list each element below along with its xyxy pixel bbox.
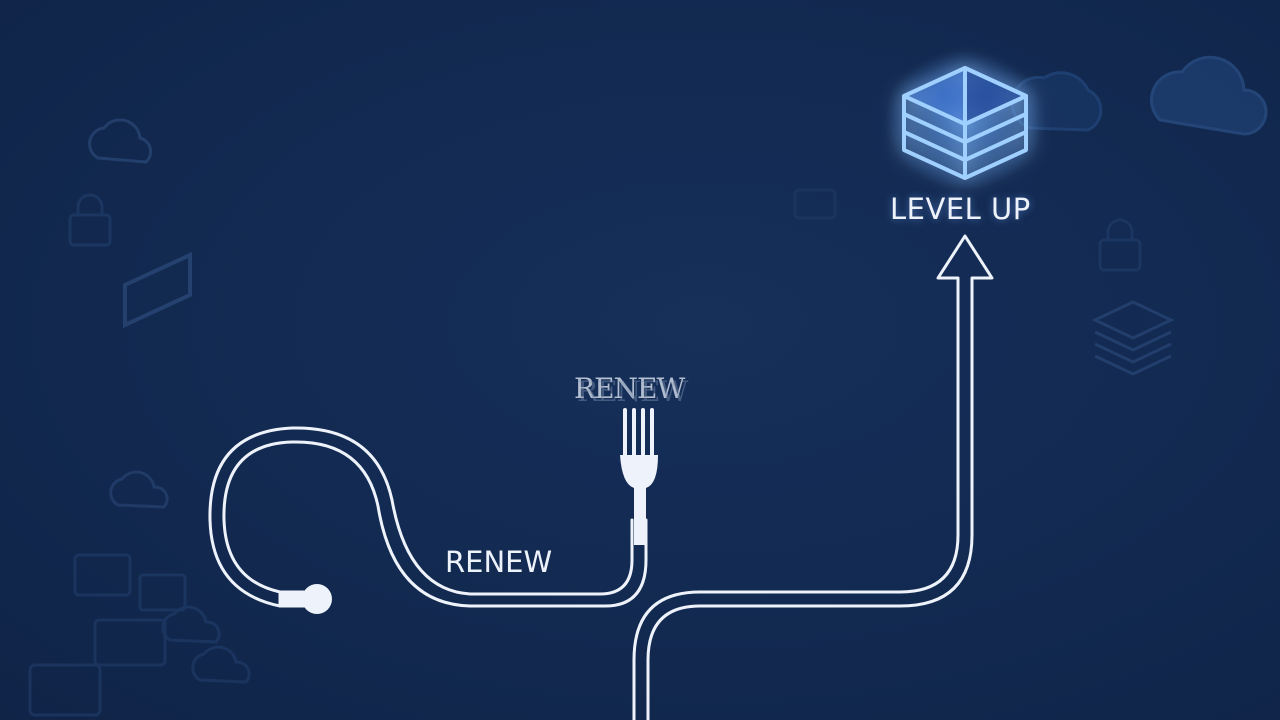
renew-floating-text: RENEW <box>574 372 685 405</box>
device-icon <box>28 553 251 717</box>
level-up-label: LEVEL UP <box>890 192 1031 226</box>
layer-stack-icon <box>885 50 1045 190</box>
cloud-icon <box>88 118 153 164</box>
lock-icon <box>68 193 112 247</box>
cloud-icon <box>109 470 169 509</box>
layer-stack-icon <box>1091 300 1175 376</box>
renew-ghost-text: RENEW <box>577 375 688 408</box>
winding-path <box>208 426 648 614</box>
fork-icon <box>620 408 658 545</box>
cloud-icon <box>1149 55 1268 136</box>
device-icon <box>123 251 192 329</box>
renew-floating-label: RENEW RENEW <box>574 372 688 408</box>
device-icon <box>793 188 837 220</box>
lock-icon <box>1098 218 1142 272</box>
upward-arrow-icon <box>632 234 994 720</box>
renew-path-label: RENEW <box>445 545 553 579</box>
